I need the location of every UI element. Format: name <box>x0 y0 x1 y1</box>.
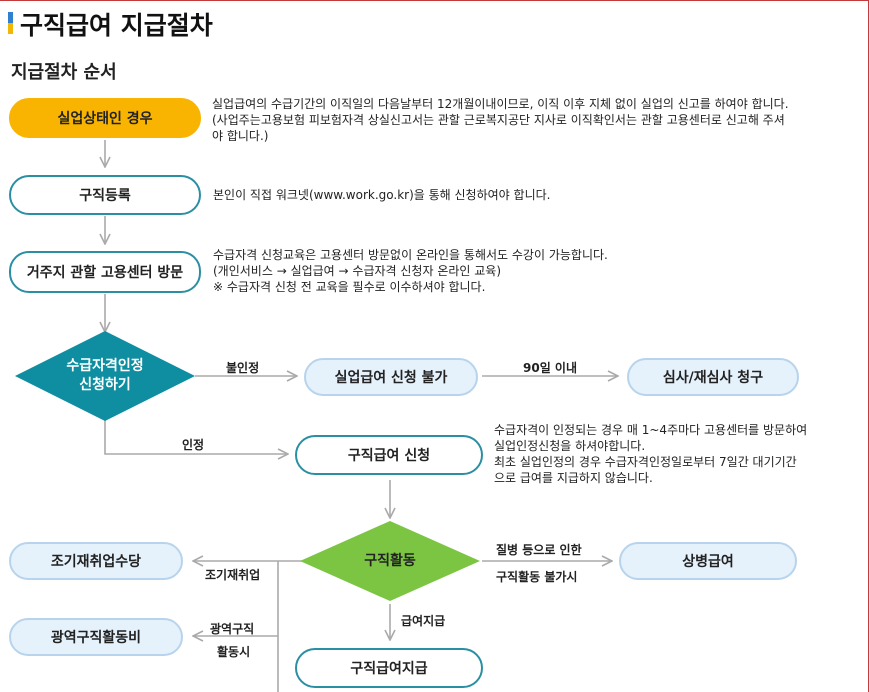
step-visit-center-desc: 수급자격 신청교육은 고용센터 방문없이 온라인을 통해서도 수강이 가능합니다… <box>213 248 608 294</box>
approve-label: 인정 <box>182 438 205 452</box>
sickness-label-2: 구직활동 불가시 <box>496 570 578 584</box>
reject-label: 불인정 <box>226 361 260 375</box>
step-visit-center-label: 거주지 관할 고용센터 방문 <box>26 265 184 281</box>
step-wide-area-search-cost: 광역구직활동비 <box>9 618 183 656</box>
step-visit-center: 거주지 관할 고용센터 방문 <box>9 251 201 293</box>
step-sickness-benefit-label: 상병급여 <box>682 554 734 570</box>
sickness-label-1: 질병 등으로 인한 <box>496 543 582 557</box>
step-unemployed: 실업상태인 경우 <box>9 98 201 138</box>
step-early-reemployment-allowance: 조기재취업수당 <box>9 542 183 580</box>
section-title: 지급절차 순서 <box>11 62 117 83</box>
eligibility-diamond-text: 수급자격인정 신청하기 <box>66 358 144 393</box>
step-review: 심사/재심사 청구 <box>627 358 799 396</box>
title-accent-bar <box>8 12 13 34</box>
job-search-diamond <box>300 521 480 601</box>
step-apply-label: 구직급여 신청 <box>347 448 431 464</box>
ninety-days-label: 90일 이내 <box>523 361 577 375</box>
step-payment: 구직급여지급 <box>295 648 483 688</box>
step-unemployed-label: 실업상태인 경우 <box>57 111 153 127</box>
job-search-diamond-text: 구직활동 <box>364 552 416 569</box>
payment-label: 급여지급 <box>401 614 446 628</box>
early-reemployment-label: 조기재취업 <box>205 568 261 582</box>
step-not-possible: 실업급여 신청 불가 <box>304 358 478 396</box>
step-registration-desc: 본인이 직접 워크넷(www.work.go.kr)을 통해 신청하여야 합니다… <box>213 188 551 202</box>
arrow-approve <box>104 420 288 454</box>
step-payment-label: 구직급여지급 <box>350 661 428 677</box>
wide-area-label-1: 광역구직 <box>210 622 255 636</box>
wide-area-label-2: 활동시 <box>217 645 251 659</box>
eligibility-diamond <box>15 331 195 421</box>
step-apply-desc: 수급자격이 인정되는 경우 매 1~4주마다 고용센터를 방문하여 실업인정신청… <box>494 423 808 485</box>
step-not-possible-label: 실업급여 신청 불가 <box>334 370 448 386</box>
step-review-label: 심사/재심사 청구 <box>662 370 764 386</box>
step-early-reemployment-allowance-label: 조기재취업수당 <box>50 554 142 570</box>
page-title: 구직급여 지급절차 <box>20 11 213 40</box>
step-sickness-benefit: 상병급여 <box>619 542 797 580</box>
step-registration: 구직등록 <box>9 175 201 215</box>
step-unemployed-desc: 실업급여의 수급기간의 이직일의 다음날부터 12개월이내이므로, 이직 이후 … <box>212 97 789 143</box>
step-registration-label: 구직등록 <box>79 188 131 204</box>
step-apply: 구직급여 신청 <box>295 435 483 475</box>
step-wide-area-search-cost-label: 광역구직활동비 <box>50 630 142 646</box>
